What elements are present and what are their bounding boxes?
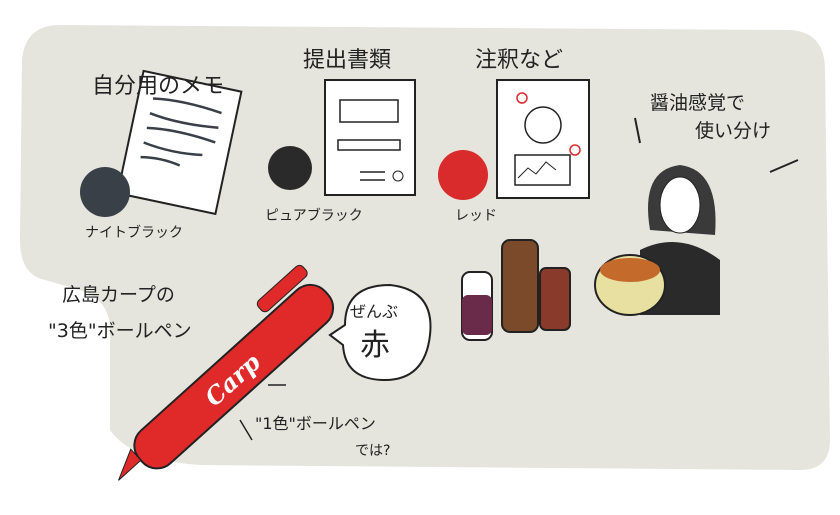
memo-notebook-icon	[116, 69, 243, 216]
pen-caption-line2: "3色"ボールペン	[48, 320, 192, 342]
carp-pen-icon: Carp	[118, 264, 335, 481]
soy-note-line1: 醤油感覚で	[650, 92, 746, 114]
red-swatch	[438, 150, 488, 200]
speech-bubble	[328, 283, 432, 382]
bubble-line1: ぜんぶ	[350, 302, 399, 321]
document-title: 提出書類	[303, 48, 392, 73]
annotation-title: 注釈など	[475, 48, 564, 73]
question-line1: "1色"ボールペン	[255, 414, 376, 433]
person-with-pot-icon	[594, 165, 720, 316]
memo-title: 自分用のメモ	[92, 74, 225, 99]
document-icon	[324, 79, 416, 196]
red-label: レッド	[455, 208, 497, 224]
pen-caption-line1: 広島カープの	[62, 284, 175, 306]
pure-black-swatch	[268, 146, 312, 190]
night-black-swatch	[80, 167, 130, 217]
soy-note-line2: 使い分け	[695, 120, 772, 142]
annotated-document-icon	[496, 79, 590, 199]
question-line2: では?	[355, 443, 391, 459]
night-black-label: ナイトブラック	[85, 225, 183, 241]
pure-black-label: ピュアブラック	[265, 208, 363, 224]
soy-bottles-icon	[461, 239, 571, 341]
bubble-line2: 赤	[360, 328, 390, 363]
